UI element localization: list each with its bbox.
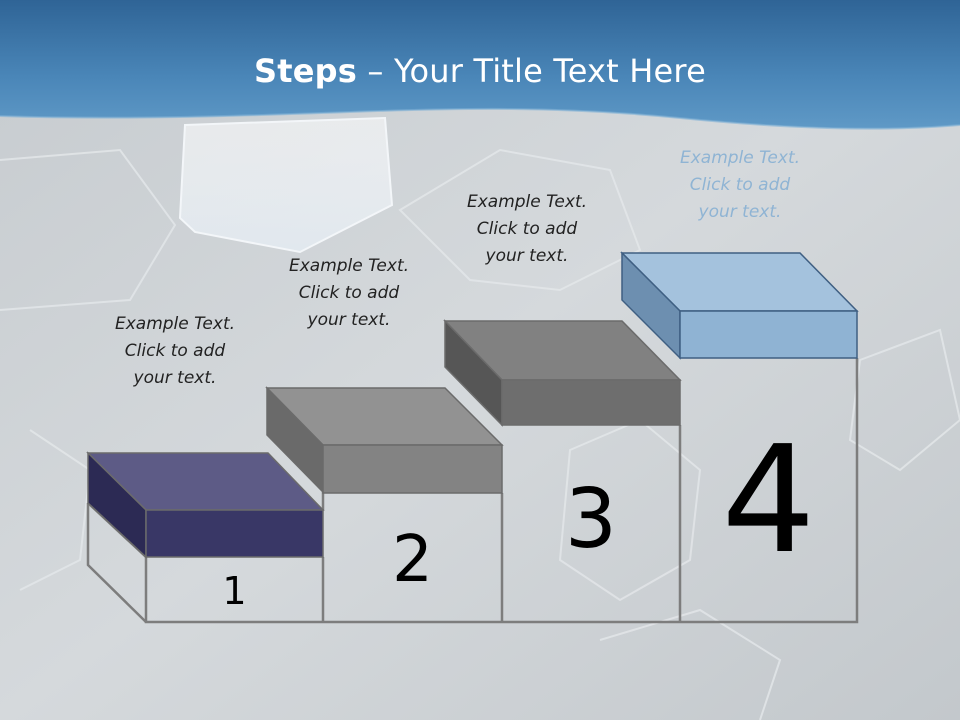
step-block-3[interactable] — [443, 319, 682, 427]
block-2-front — [322, 444, 503, 494]
caption-line: Example Text. — [679, 148, 801, 168]
step-block-2[interactable] — [265, 386, 504, 494]
light-hexagon — [178, 116, 394, 254]
slide-title[interactable]: Steps – Your Title Text Here — [0, 52, 960, 90]
caption-line: Example Text. — [288, 256, 410, 276]
caption-line: your text. — [485, 246, 569, 266]
caption-line: Click to add — [476, 219, 578, 239]
step-block-1[interactable] — [86, 451, 325, 559]
caption-line: Click to add — [298, 283, 400, 303]
step-1-number: 1 — [222, 569, 247, 613]
background-hexagons — [0, 148, 960, 720]
title-bold: Steps — [254, 52, 358, 90]
step-2-number: 2 — [392, 523, 433, 597]
caption-line: Example Text. — [466, 192, 588, 212]
caption-line: Example Text. — [114, 314, 236, 334]
step-1-caption[interactable]: Example Text. Click to add your text. — [75, 311, 275, 392]
caption-line: your text. — [698, 202, 782, 222]
step-3-number: 3 — [564, 472, 618, 567]
title-banner — [0, 0, 960, 129]
block-3-front — [501, 379, 681, 426]
step-block-4[interactable] — [620, 251, 859, 360]
step-4-caption[interactable]: Example Text. Click to add your text. — [640, 145, 840, 226]
caption-line: your text. — [133, 368, 217, 388]
block-1-front — [145, 509, 324, 558]
step-2-caption[interactable]: Example Text. Click to add your text. — [249, 253, 449, 334]
caption-line: Click to add — [124, 341, 226, 361]
step-4-number: 4 — [721, 414, 816, 586]
caption-line: your text. — [307, 310, 391, 330]
title-rest: – Your Title Text Here — [357, 52, 706, 90]
caption-line: Click to add — [689, 175, 791, 195]
block-4-front — [679, 310, 858, 359]
step-3-caption[interactable]: Example Text. Click to add your text. — [427, 189, 627, 270]
